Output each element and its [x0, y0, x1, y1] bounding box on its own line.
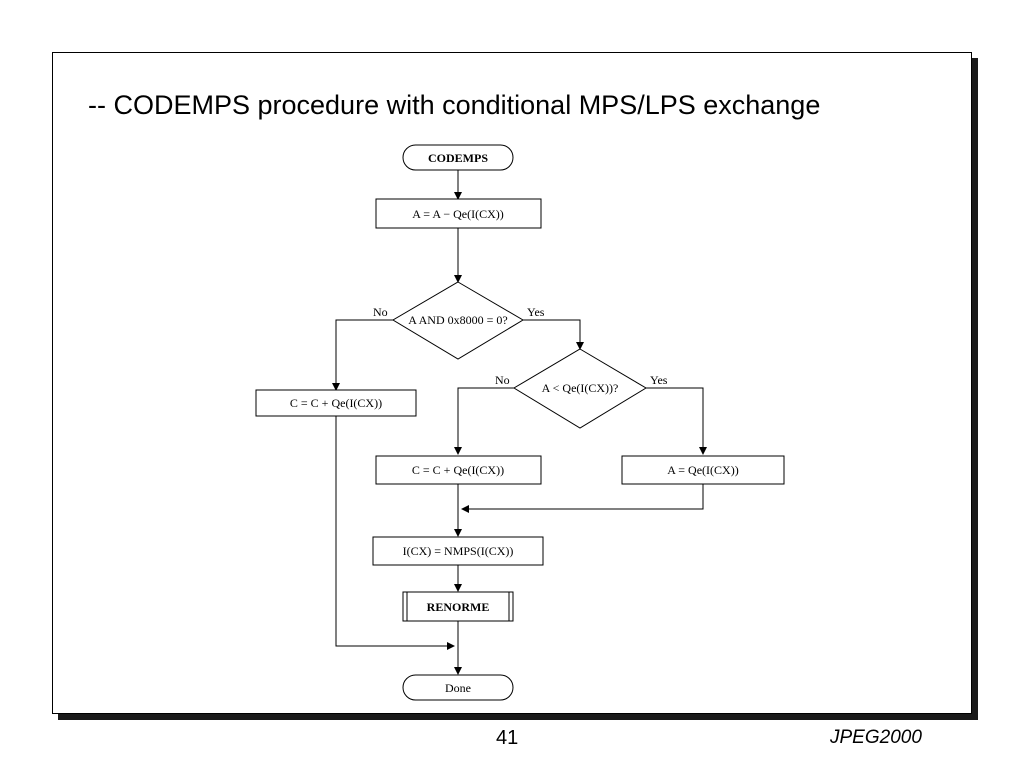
- decision1-diamond: A AND 0x8000 = 0?: [392, 281, 524, 360]
- edge-decision2-yes: [646, 387, 707, 455]
- done-label: Done: [445, 681, 471, 695]
- renorme-box: RENORME: [402, 591, 514, 622]
- mid-assign-label: C = C + Qe(I(CX)): [412, 463, 504, 477]
- page-number: 41: [496, 727, 519, 749]
- edge-decision2-no: [454, 387, 514, 455]
- slide-title: -- CODEMPS procedure with conditional MP…: [88, 90, 821, 120]
- decision2-label: A < Qe(I(CX))?: [542, 381, 619, 395]
- decision1-yes-label: Yes: [527, 305, 545, 319]
- renorme-label: RENORME: [427, 600, 490, 614]
- footer-label: JPEG2000: [830, 727, 922, 748]
- left-assign-label: C = C + Qe(I(CX)): [290, 396, 382, 410]
- done-terminator: Done: [402, 674, 514, 701]
- flowchart-connectors: [332, 170, 707, 675]
- decision1-no-label: No: [373, 305, 388, 319]
- right-assign-label: A = Qe(I(CX)): [667, 463, 738, 477]
- step-a-box: A = A − Qe(I(CX)): [375, 198, 542, 229]
- edge-decision1-yes: [523, 319, 584, 350]
- decision2-no-label: No: [495, 373, 510, 387]
- edge-right-merge: [461, 484, 704, 513]
- decision2-yes-label: Yes: [650, 373, 668, 387]
- start-terminator: CODEMPS: [402, 144, 514, 171]
- nmps-box: I(CX) = NMPS(I(CX)): [372, 536, 544, 566]
- left-assign-box: C = C + Qe(I(CX)): [255, 389, 417, 417]
- right-assign-box: A = Qe(I(CX)): [621, 455, 785, 485]
- mid-assign-box: C = C + Qe(I(CX)): [375, 455, 542, 485]
- decision2-diamond: A < Qe(I(CX))?: [513, 348, 647, 429]
- edge-decision1-no: [332, 319, 393, 391]
- decision1-label: A AND 0x8000 = 0?: [408, 313, 507, 327]
- nmps-label: I(CX) = NMPS(I(CX)): [403, 544, 514, 558]
- edge-left-merge: [335, 416, 455, 650]
- start-label: CODEMPS: [428, 151, 488, 165]
- step-a-label: A = A − Qe(I(CX)): [412, 207, 504, 221]
